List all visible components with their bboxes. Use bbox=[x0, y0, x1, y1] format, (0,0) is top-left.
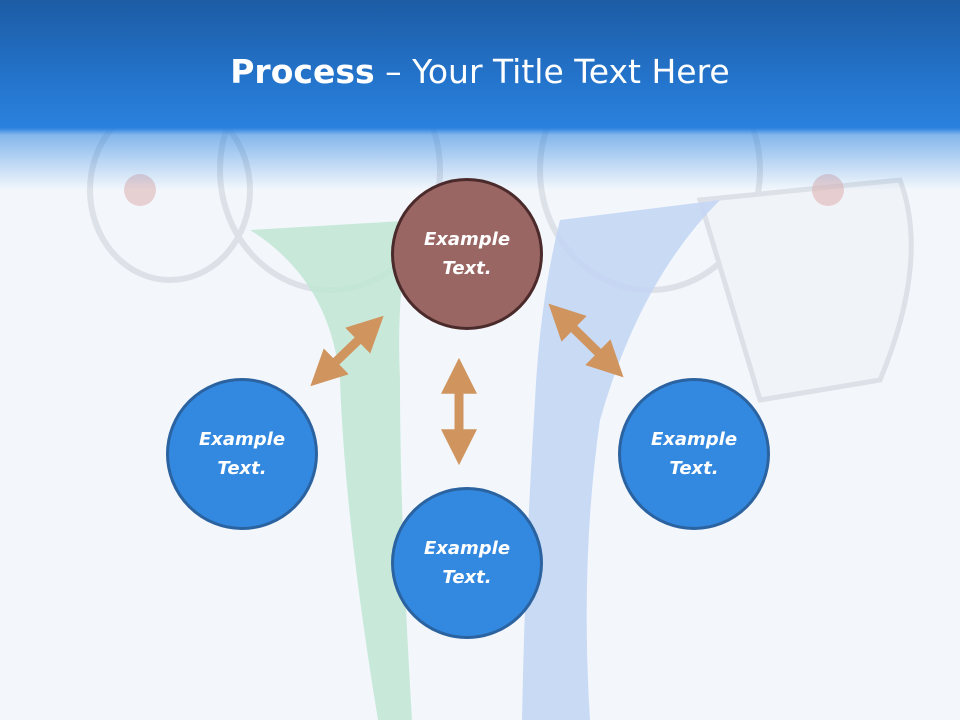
node-top-line1: Example bbox=[423, 229, 511, 250]
node-bottom-line1: Example bbox=[423, 538, 511, 559]
node-right-line1: Example bbox=[650, 429, 738, 450]
node-top-line2: Text. bbox=[442, 258, 492, 279]
arrow-left-double bbox=[310, 315, 384, 387]
slide-title: Process – Your Title Text Here bbox=[0, 52, 960, 91]
node-bottom-line2: Text. bbox=[442, 567, 492, 588]
node-right-line2: Text. bbox=[669, 458, 719, 479]
title-bar bbox=[0, 0, 960, 190]
title-bold: Process bbox=[230, 52, 375, 91]
node-left-line1: Example bbox=[198, 429, 286, 450]
node-left-line2: Text. bbox=[217, 458, 267, 479]
title-rest: – Your Title Text Here bbox=[374, 52, 730, 91]
arrow-right-double bbox=[548, 303, 624, 378]
